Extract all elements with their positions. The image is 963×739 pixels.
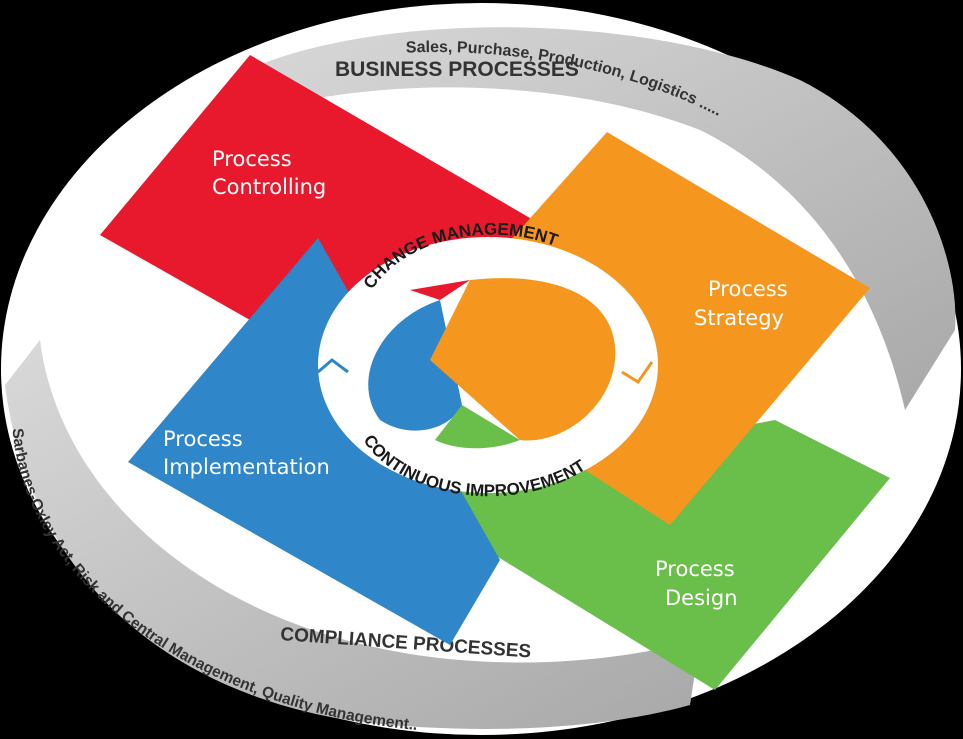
strategy-label-line1: Process [708,277,788,301]
center-ring-inner-blue [368,300,462,431]
quadrant-labels: Process Controlling Process Strategy Pro… [163,147,788,610]
strategy-label-line2: Strategy [694,306,784,330]
process-implementation-quad [128,238,500,645]
business-processes-band [230,27,956,410]
implementation-label-line1: Process [163,427,243,451]
right-arrow-notch-icon [621,361,654,385]
design-label-line1: Process [655,557,735,581]
design-label-line2: Design [665,586,738,610]
left-arrow-notch-icon [317,358,349,374]
controlling-label-line1: Process [212,147,292,171]
implementation-label-line2: Implementation [163,455,330,479]
center-ring-inner-green [435,405,520,449]
center-ring-inner-red [410,280,470,300]
business-processes-title: BUSINESS PROCESSES [335,58,579,81]
controlling-label-line2: Controlling [212,175,326,199]
compliance-processes-band [5,340,700,729]
center-ring-inner-orange [430,278,616,441]
center-ring: CHANGE MANAGEMENT CONTINUOUS IMPROVEMENT [317,220,658,500]
